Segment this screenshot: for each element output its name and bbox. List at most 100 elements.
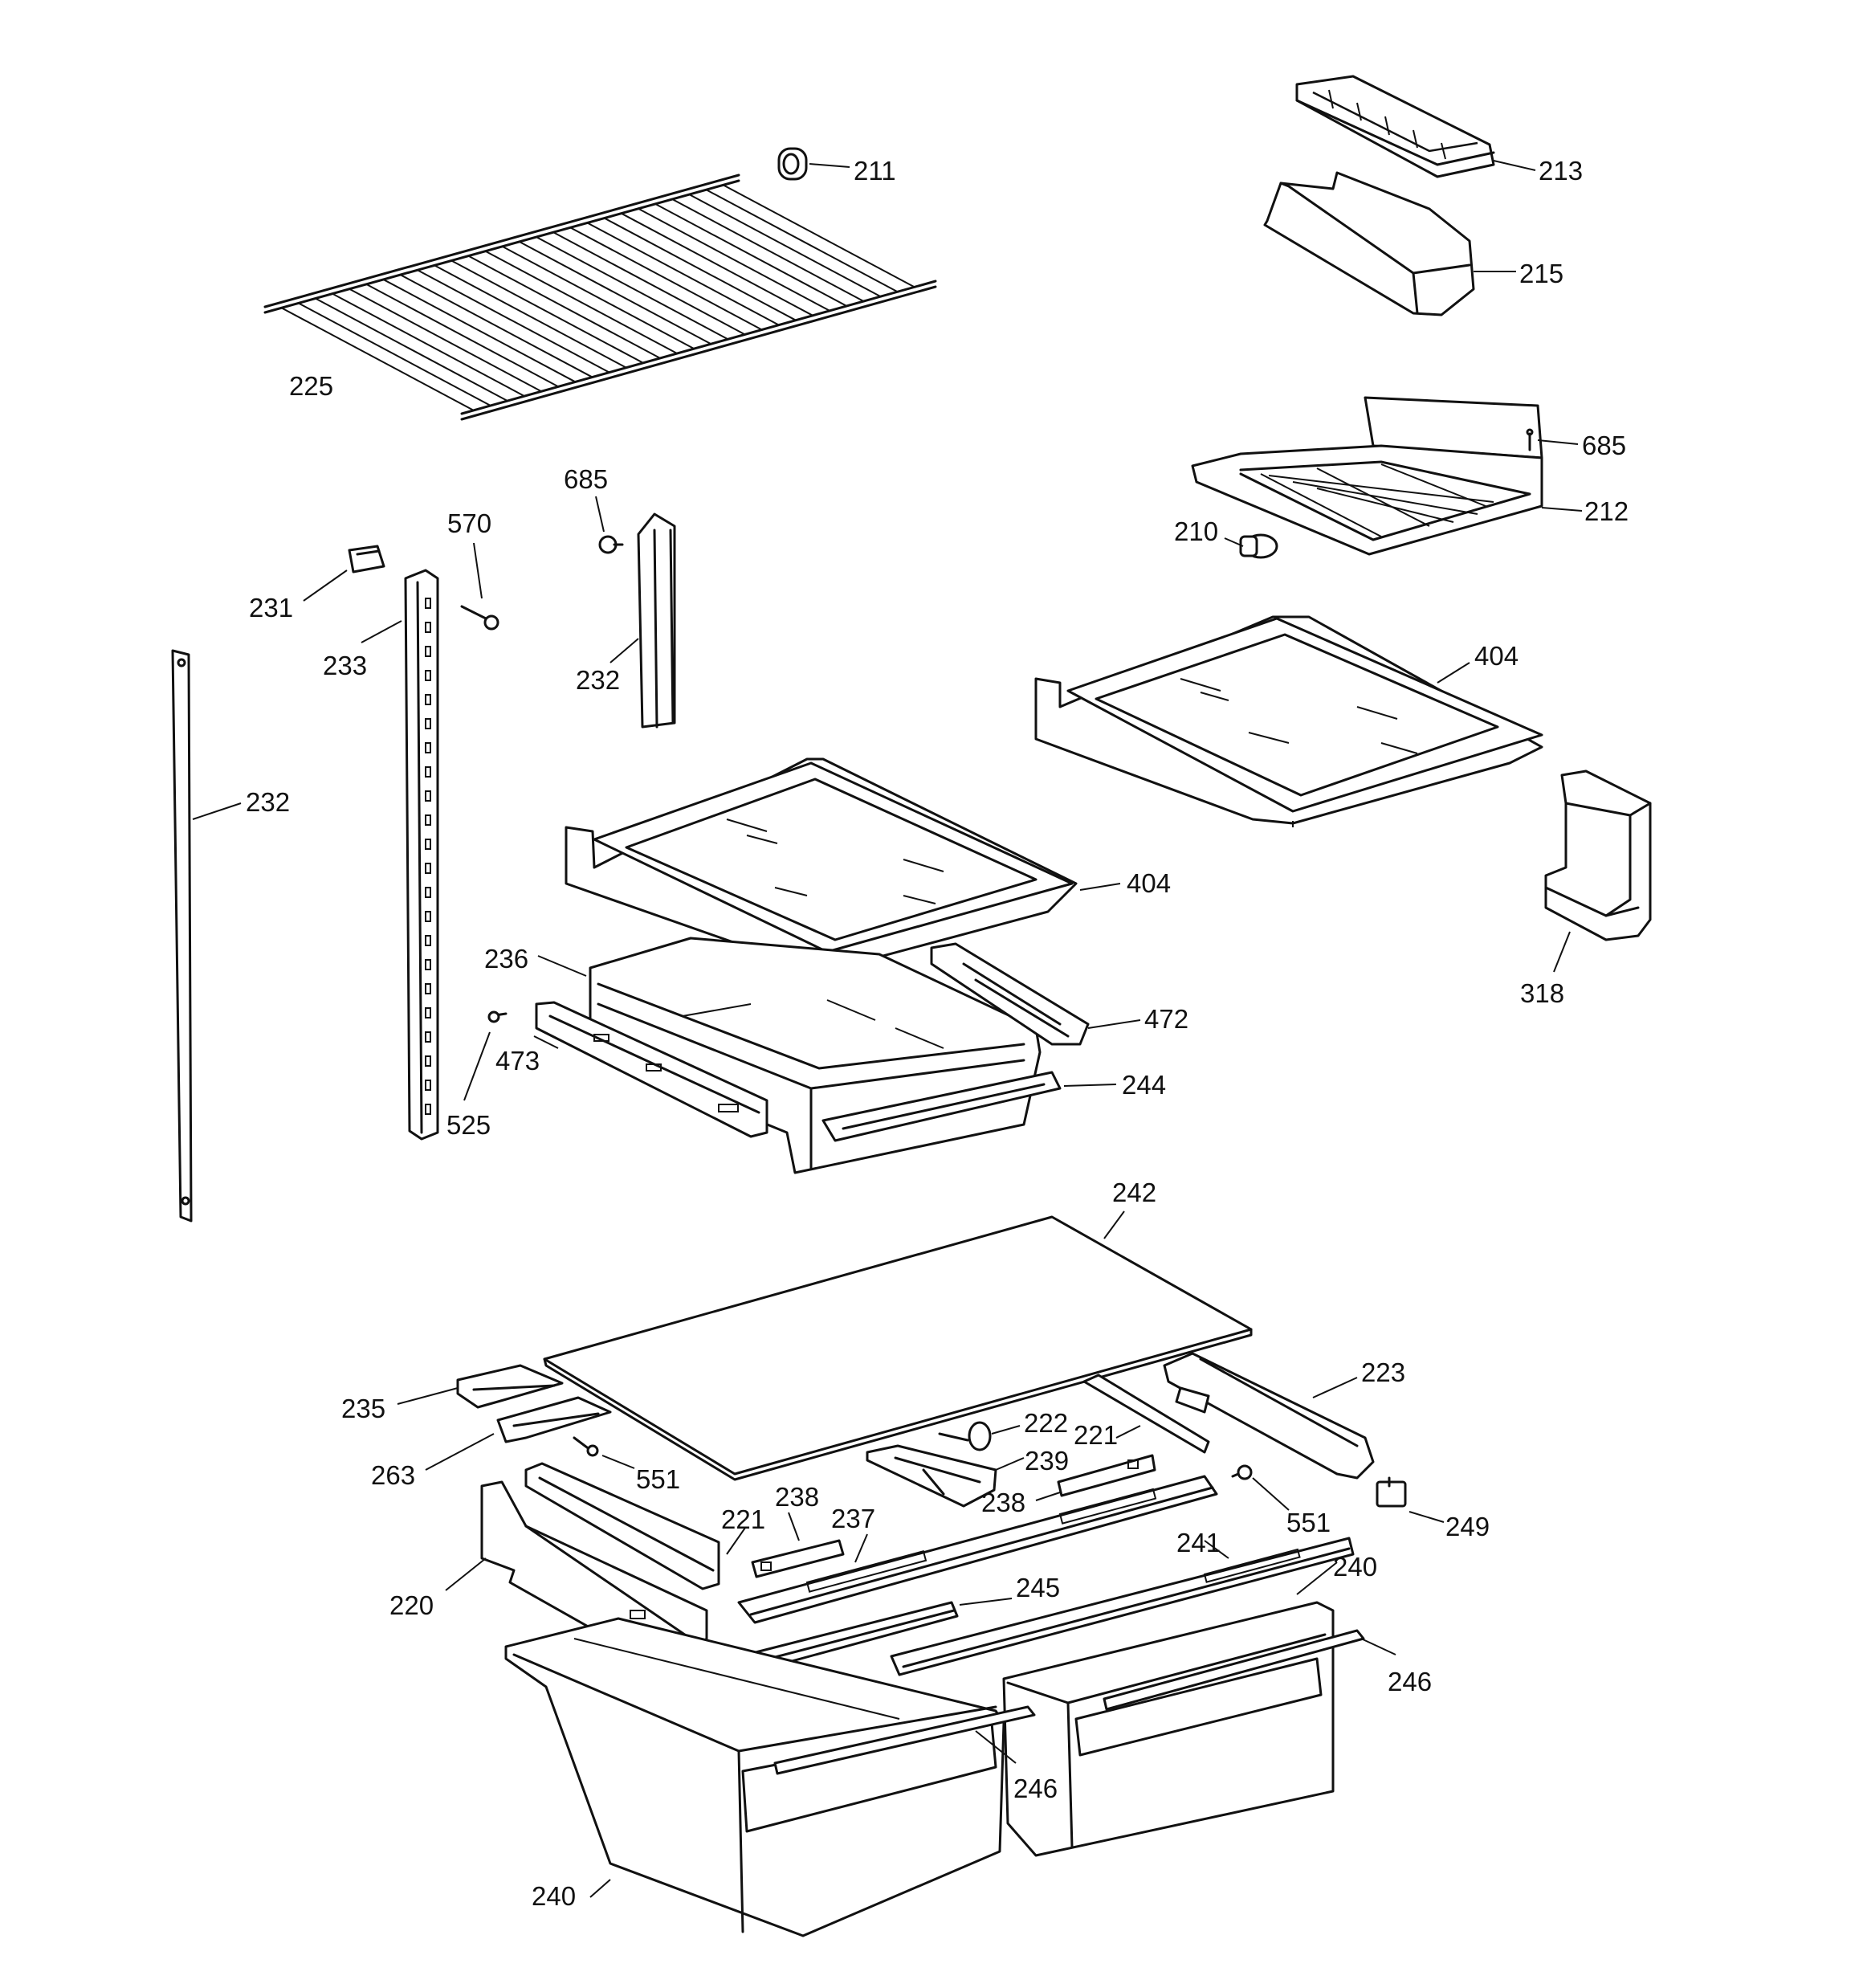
wire-rod xyxy=(331,292,525,398)
wire-rod xyxy=(518,240,712,345)
wire-rod xyxy=(416,269,610,374)
wire-rod xyxy=(552,231,746,336)
rail-slot xyxy=(425,959,431,970)
handle-244 xyxy=(821,1071,1117,1142)
wire-shelf-225 xyxy=(263,173,937,421)
label-525: 525 xyxy=(446,1110,491,1140)
label-404-right: 404 xyxy=(1474,641,1519,671)
label-237: 237 xyxy=(831,1504,875,1533)
rail-slot xyxy=(425,1104,431,1115)
label-263: 263 xyxy=(371,1460,415,1490)
wire-rod xyxy=(603,217,797,322)
label-211: 211 xyxy=(854,156,896,186)
wire-rod xyxy=(535,235,729,341)
glass-shelf-404-right xyxy=(1034,615,1543,827)
label-232-left: 232 xyxy=(246,787,290,817)
rail-slot xyxy=(425,742,431,753)
wire-rod xyxy=(280,307,475,411)
rail-slot xyxy=(425,863,431,874)
label-685-center: 685 xyxy=(564,464,608,494)
rail-slot xyxy=(425,935,431,946)
label-404-center: 404 xyxy=(1127,868,1171,898)
bracket-239 xyxy=(866,1444,1025,1508)
label-239: 239 xyxy=(1025,1446,1069,1476)
label-551-left: 551 xyxy=(636,1464,680,1494)
wire-rod xyxy=(467,255,662,360)
wire-rod xyxy=(586,222,781,326)
bracket-318 xyxy=(1544,769,1652,973)
rail-slot xyxy=(425,983,431,994)
rail-slot xyxy=(425,694,431,705)
label-244: 244 xyxy=(1122,1070,1166,1100)
rail-slot xyxy=(425,1007,431,1018)
roller-222 xyxy=(938,1421,1021,1451)
label-213: 213 xyxy=(1539,156,1583,186)
slide-rail-223 xyxy=(1163,1352,1375,1480)
label-221-right: 221 xyxy=(1074,1420,1118,1450)
label-242: 242 xyxy=(1112,1178,1156,1207)
bumper-211 xyxy=(777,147,850,181)
wire-rod xyxy=(349,288,543,393)
wire-rod xyxy=(365,283,560,388)
rail-slot xyxy=(425,718,431,729)
ice-bin-215 xyxy=(1263,171,1516,316)
cap-210 xyxy=(1224,533,1278,559)
slide-rail-472 xyxy=(930,942,1141,1046)
label-472: 472 xyxy=(1144,1004,1188,1034)
label-220: 220 xyxy=(389,1590,434,1620)
wire-rod xyxy=(620,212,814,317)
part-labels: 211 213 215 225 685 685 570 212 210 231 … xyxy=(246,156,1629,1911)
screw-685-center xyxy=(595,496,624,554)
glass-cover-242 xyxy=(543,1210,1253,1481)
label-236: 236 xyxy=(484,944,528,974)
channel-241 xyxy=(890,1537,1355,1676)
label-215: 215 xyxy=(1519,259,1563,288)
wire-rod xyxy=(722,184,916,288)
ice-tray-213 xyxy=(1295,75,1536,178)
label-221-left: 221 xyxy=(721,1504,765,1534)
shelf-rail-232-center xyxy=(609,512,676,729)
wire-rod xyxy=(654,202,848,308)
label-245: 245 xyxy=(1016,1573,1060,1602)
rail-slot xyxy=(425,1055,431,1067)
channel-237 xyxy=(737,1475,1218,1624)
rail-slot xyxy=(425,598,431,609)
label-551-right: 551 xyxy=(1286,1508,1331,1537)
label-235: 235 xyxy=(341,1394,385,1423)
support-235 xyxy=(397,1364,564,1409)
label-233: 233 xyxy=(323,651,367,680)
screw-685-right xyxy=(1526,428,1579,451)
screw-525 xyxy=(463,1010,508,1101)
label-241: 241 xyxy=(1176,1528,1221,1557)
wire-rod xyxy=(484,250,679,355)
rail-221-left xyxy=(524,1462,746,1590)
bar-238-right xyxy=(1035,1454,1156,1501)
wire-rod xyxy=(705,189,899,293)
label-570: 570 xyxy=(447,508,491,538)
wire-rod xyxy=(450,259,645,365)
label-249: 249 xyxy=(1445,1512,1490,1541)
wire-rod xyxy=(382,278,577,383)
label-231: 231 xyxy=(249,593,293,623)
crisper-drawer-240-right xyxy=(1002,1561,1396,1857)
screw-570 xyxy=(460,542,499,631)
rail-slot xyxy=(425,766,431,778)
wire-rod xyxy=(314,297,508,402)
label-225: 225 xyxy=(289,371,333,401)
label-212: 212 xyxy=(1584,496,1629,526)
label-238-left: 238 xyxy=(775,1482,819,1512)
rail-slot xyxy=(425,790,431,802)
crisper-drawer-240-left xyxy=(504,1617,1036,1937)
wire-rod xyxy=(433,264,627,369)
switch-249 xyxy=(1376,1476,1445,1523)
rail-slot xyxy=(425,1031,431,1043)
label-246-left: 246 xyxy=(1013,1774,1058,1803)
label-246-right: 246 xyxy=(1388,1667,1432,1696)
wire-rod xyxy=(569,227,764,331)
rail-slot xyxy=(425,911,431,922)
label-222: 222 xyxy=(1024,1408,1068,1438)
label-240-right: 240 xyxy=(1333,1552,1377,1582)
support-263 xyxy=(425,1396,612,1471)
screw-551-left xyxy=(573,1436,635,1469)
